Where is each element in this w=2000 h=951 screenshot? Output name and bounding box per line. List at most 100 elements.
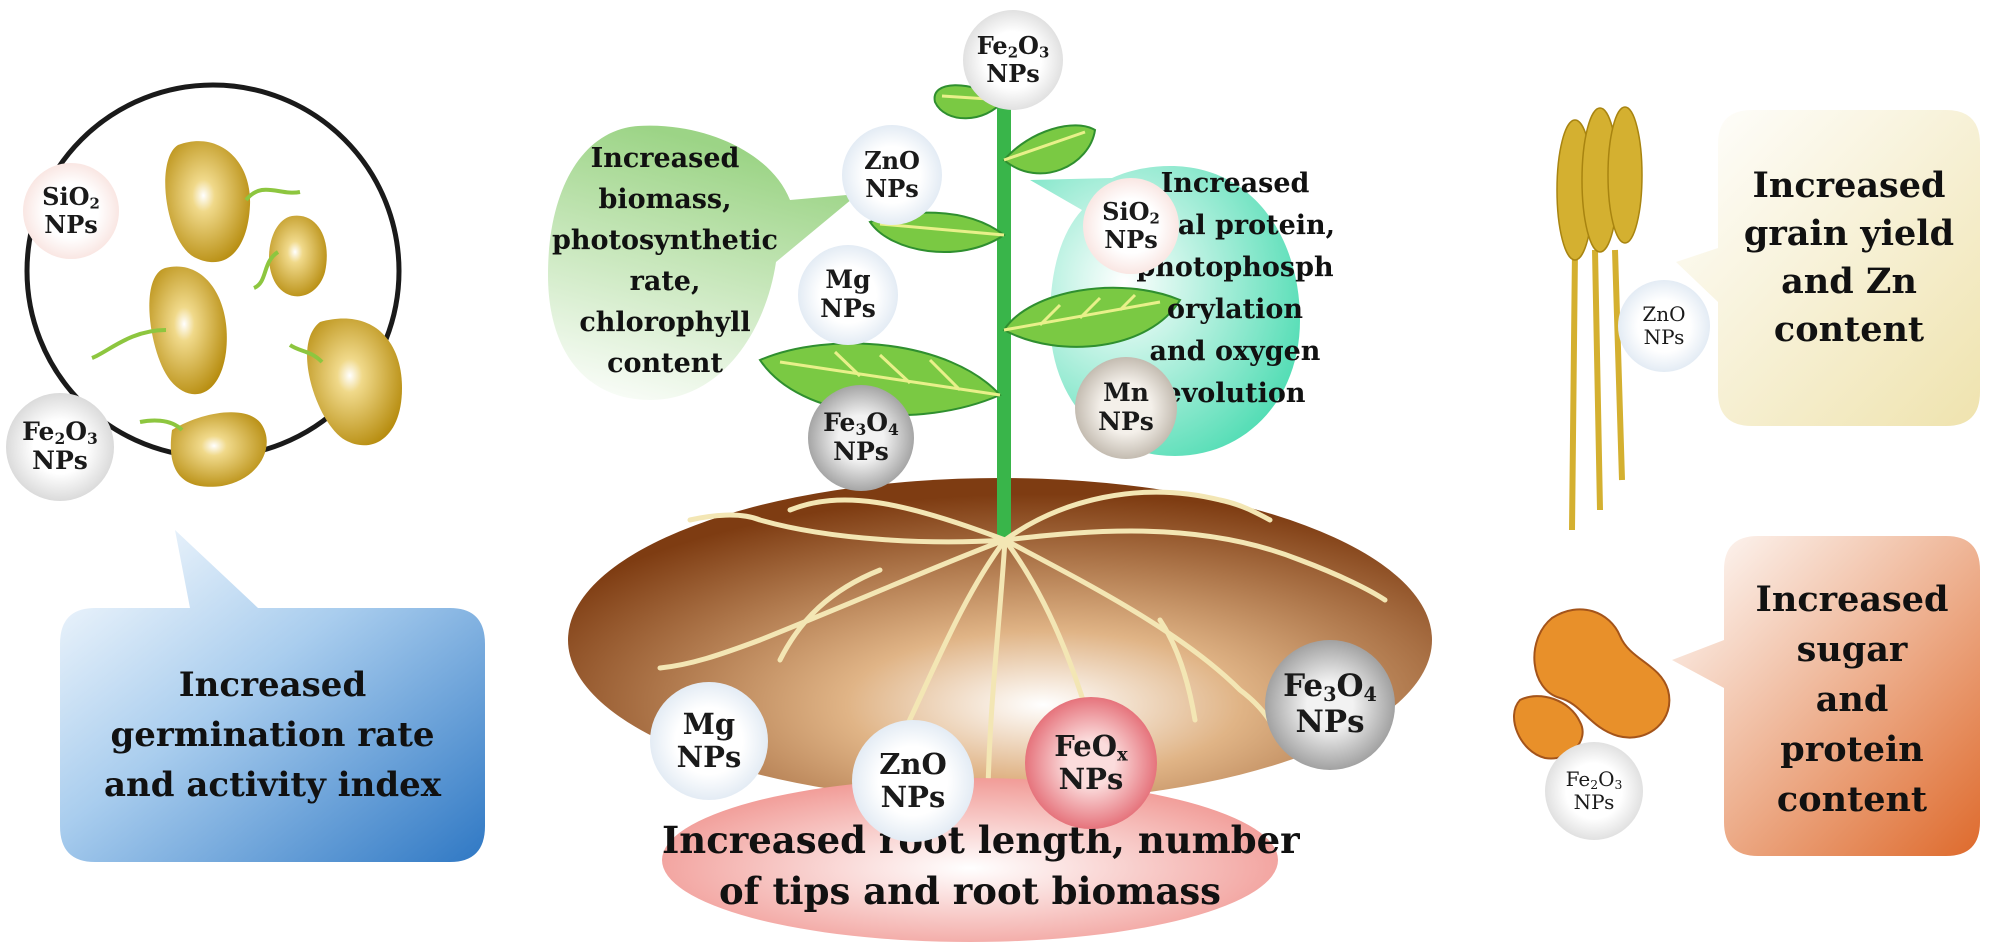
- root: [777, 567, 883, 663]
- grain-label-line-2: grain yield: [1743, 213, 1955, 254]
- mg-leaf-np-badge: Mg NPs: [798, 245, 898, 345]
- peanut-label-line-5: content: [1776, 779, 1928, 820]
- np-formula: SiO2: [1102, 197, 1160, 229]
- leaf: [1002, 286, 1182, 348]
- grain-label-line-1: Increased: [1752, 165, 1946, 206]
- biomass-label: Increased biomass, photosynthetic rate, …: [540, 138, 790, 384]
- root-label-line-2: of tips and root biomass: [718, 869, 1222, 913]
- np-suffix: NPs: [1643, 325, 1685, 349]
- np-suffix: NPs: [676, 740, 742, 774]
- np-suffix: NPs: [833, 437, 889, 466]
- fe3o4-leaf-np-badge: Fe3O4 NPs: [808, 385, 914, 491]
- root-label: Increased root length, number of tips an…: [662, 815, 1300, 917]
- germination-label-line-2: germination rate: [110, 715, 435, 755]
- sprout: [91, 328, 167, 360]
- biomass-label-line-3: photosynthetic: [552, 225, 778, 256]
- fe2o3-np-badge: Fe2O3 NPs: [6, 393, 114, 501]
- protein-label-line-5: and oxygen: [1149, 336, 1321, 367]
- biomass-label-line-6: content: [607, 348, 723, 379]
- biomass-callout: [548, 125, 858, 400]
- np-formula: Mg: [682, 706, 736, 741]
- root: [1157, 617, 1198, 723]
- seed-panel: [24, 82, 485, 862]
- np-formula: FeOx: [1054, 728, 1128, 766]
- peanut-label-line-4: protein: [1780, 729, 1924, 770]
- np-formula: SiO2: [42, 182, 100, 214]
- wheat-stalk: [1569, 249, 1625, 531]
- np-formula: Fe3O4: [1283, 668, 1377, 707]
- np-formula: Fe3O4: [823, 408, 899, 440]
- peanut-panel: [1513, 536, 1980, 856]
- sio2-np-badge: SiO2 NPs: [23, 163, 119, 259]
- root: [657, 537, 1008, 671]
- mg-root-np-badge: Mg NPs: [650, 682, 768, 800]
- sprout: [244, 187, 301, 202]
- np-formula: Mn: [1103, 378, 1149, 408]
- peanut-label-line-2: sugar: [1796, 629, 1908, 670]
- root: [1002, 528, 1388, 603]
- protein-label-line-6: evolution: [1164, 378, 1306, 409]
- protein-label-line-1: Increased: [1160, 168, 1310, 199]
- germination-label-line-1: Increased: [178, 665, 367, 705]
- leaves: [758, 84, 1182, 417]
- biomass-label-line-5: chlorophyll: [579, 307, 751, 338]
- leaf: [758, 342, 1002, 417]
- wheat-head: [1607, 106, 1643, 244]
- grain-label-line-3: and Zn: [1781, 261, 1917, 302]
- zno-leaf-np-badge: ZnO NPs: [842, 125, 942, 225]
- fe2o3-top-np-badge: Fe2O3 NPs: [963, 10, 1063, 110]
- np-formula: ZnO: [864, 146, 920, 176]
- np-suffix: NPs: [820, 294, 876, 323]
- np-formula: Mg: [825, 265, 871, 295]
- grain-label-line-4: content: [1773, 309, 1925, 350]
- seed: [170, 412, 267, 487]
- np-suffix: NPs: [865, 174, 919, 203]
- seed: [149, 266, 227, 395]
- sprout: [139, 418, 184, 432]
- soil-mound: [568, 478, 1432, 802]
- wheat-icon: [1556, 106, 1643, 531]
- root: [787, 497, 1008, 543]
- grain-panel: [1556, 106, 1980, 531]
- np-formula: Fe2O3: [22, 417, 98, 449]
- feox-root-np-badge: FeOx NPs: [1025, 697, 1157, 829]
- root: [1002, 537, 1278, 733]
- np-suffix: NPs: [986, 59, 1040, 88]
- np-formula: ZnO: [1642, 302, 1686, 326]
- sprout: [252, 250, 280, 290]
- peanut: [1533, 608, 1671, 739]
- np-suffix: NPs: [880, 780, 946, 814]
- zno-grain-np-badge: ZnO NPs: [1618, 280, 1710, 372]
- np-suffix: NPs: [44, 210, 98, 239]
- seed-group: [91, 141, 402, 487]
- root-label-line-1: Increased root length, number: [662, 818, 1300, 862]
- np-suffix: NPs: [1098, 407, 1154, 436]
- biomass-label-line-1: Increased: [590, 143, 740, 174]
- peanut-label-line-1: Increased: [1755, 579, 1949, 620]
- leaf-vein: [1003, 293, 1161, 332]
- stem: [997, 95, 1011, 545]
- np-suffix: NPs: [1104, 225, 1158, 254]
- peanut-icon: [1513, 608, 1671, 760]
- germination-callout: [60, 530, 485, 862]
- leaf-vein: [779, 350, 1001, 397]
- np-formula: Fe2O3: [1565, 767, 1623, 793]
- np-suffix: NPs: [1295, 704, 1365, 740]
- biomass-label-line-2: biomass,: [598, 184, 732, 215]
- peanut-callout: [1672, 536, 1980, 856]
- biomass-label-line-4: rate,: [629, 266, 701, 297]
- peanut-label: Increased sugar and protein content: [1724, 575, 1980, 825]
- root: [985, 537, 1008, 793]
- germination-label-line-3: and activity index: [104, 765, 441, 805]
- np-formula: ZnO: [879, 746, 947, 781]
- sprout: [288, 343, 324, 364]
- np-suffix: NPs: [1058, 762, 1124, 796]
- seed: [165, 141, 251, 263]
- sio2-leaf-np-badge: SiO2 NPs: [1083, 178, 1179, 274]
- root: [1002, 489, 1273, 543]
- protein-label-line-4: orylation: [1166, 294, 1304, 325]
- zno-root-np-badge: ZnO NPs: [852, 720, 974, 842]
- grain-label: Increased grain yield and Zn content: [1718, 162, 1980, 354]
- seed: [307, 318, 402, 446]
